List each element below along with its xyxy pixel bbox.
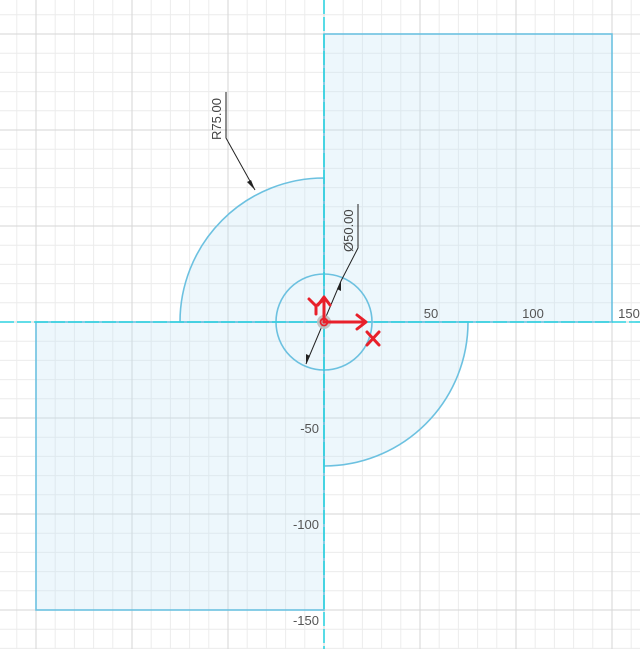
dimension-arrowhead-icon — [306, 354, 310, 364]
radius-dimension-label[interactable]: R75.00 — [209, 98, 224, 140]
y-tick-label: -50 — [300, 421, 319, 436]
y-tick-label: -100 — [293, 517, 319, 532]
x-tick-label: 150 — [618, 306, 640, 321]
upper-left-quarter-sector[interactable] — [179, 177, 325, 323]
x-tick-label: 100 — [522, 306, 544, 321]
dimension-arrowhead-icon — [337, 281, 341, 291]
sketch-profiles[interactable] — [35, 33, 613, 611]
radius-dimension[interactable]: R75.00 — [209, 92, 256, 191]
x-tick-label: 50 — [424, 306, 438, 321]
diameter-dimension-label[interactable]: Ø50.00 — [341, 209, 356, 252]
y-tick-label: -150 — [293, 613, 319, 628]
lower-right-quarter-sector[interactable] — [323, 321, 469, 467]
xy-axis-triad-icon — [307, 295, 381, 347]
dimension-arrowhead-icon — [247, 180, 255, 190]
top-right-rectangle[interactable] — [323, 33, 613, 323]
bottom-left-rectangle[interactable] — [35, 321, 325, 611]
